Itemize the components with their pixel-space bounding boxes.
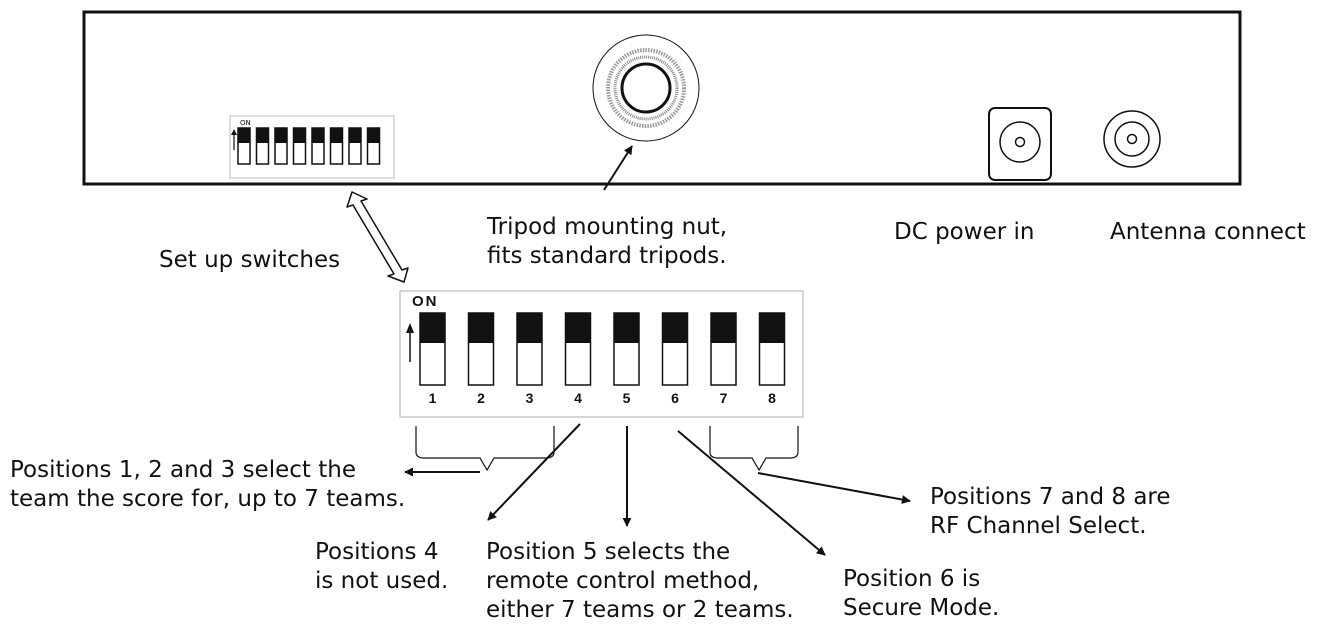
pos123-line2: team the score for, up to 7 teams.	[10, 486, 406, 512]
dip-number-3: 3	[526, 390, 534, 406]
arrow-pos78	[757, 472, 911, 504]
dip-number-6: 6	[671, 390, 679, 406]
dip-switch-position-4: 4	[564, 312, 592, 406]
dip-switch-enlarged: ON 1 2 3 4 5 6 7 8	[399, 290, 804, 418]
tripod-arrow	[603, 145, 633, 191]
tripod-nut	[592, 34, 700, 142]
device-dip-position-6	[329, 127, 344, 165]
device-dip-switch: ON	[229, 115, 395, 179]
double-arrow-icon	[346, 191, 409, 283]
pos4-line2: is not used.	[315, 568, 449, 594]
device-dip-position-8	[366, 127, 381, 165]
pos5-line2: remote control method,	[486, 568, 760, 594]
dip-switch-position-8: 8	[758, 312, 786, 406]
device-dip-position-1	[237, 127, 251, 165]
dip-number-5: 5	[623, 390, 631, 406]
dip-switch-position-2: 2	[467, 312, 495, 406]
label-setup-switches: Set up switches	[159, 246, 340, 275]
dip-number-4: 4	[574, 390, 582, 406]
dc-power-jack	[988, 107, 1052, 181]
dip-switch-position-3: 3	[516, 312, 543, 406]
setup-switches-text: Set up switches	[159, 247, 341, 273]
label-dc-power: DC power in	[894, 218, 1034, 247]
label-positions-78: Positions 7 and 8 are RF Channel Select.	[930, 483, 1171, 541]
arrow-pos6	[677, 430, 826, 556]
tripod-line1: Tripod mounting nut,	[487, 214, 728, 240]
device-dip-position-7	[348, 127, 362, 165]
label-position-5: Position 5 selects the remote control me…	[486, 538, 794, 625]
pos4-line1: Positions 4	[315, 539, 439, 565]
label-position-6: Position 6 is Secure Mode.	[843, 565, 999, 623]
antenna-connector	[1103, 110, 1161, 168]
dip-number-1: 1	[429, 390, 437, 406]
pos78-line1: Positions 7 and 8 are	[930, 484, 1171, 510]
pos5-line3: either 7 teams or 2 teams.	[486, 597, 794, 623]
device-dip-position-2	[255, 127, 270, 165]
dip-number-2: 2	[477, 390, 485, 406]
dip-switch-position-1: 1	[419, 312, 446, 406]
label-antenna: Antenna connect	[1110, 218, 1306, 247]
dip-number-8: 8	[768, 390, 776, 406]
pos5-line1: Position 5 selects the	[486, 539, 731, 565]
tripod-line2: fits standard tripods.	[487, 243, 727, 269]
dip-switch-position-7: 7	[710, 312, 737, 406]
bracket-right	[709, 426, 799, 472]
pos123-line1: Positions 1, 2 and 3 select the	[10, 457, 356, 483]
device-dip-position-5	[311, 127, 325, 165]
device-dip-position-3	[274, 127, 288, 165]
pos6-line1: Position 6 is	[843, 566, 981, 592]
arrow-pos4	[487, 423, 581, 521]
antenna-text: Antenna connect	[1110, 219, 1306, 245]
pos6-line2: Secure Mode.	[843, 595, 1000, 621]
label-positions-123: Positions 1, 2 and 3 select the team the…	[10, 456, 405, 514]
label-position-4: Positions 4 is not used.	[315, 538, 448, 596]
pos78-line2: RF Channel Select.	[930, 513, 1147, 539]
dip-number-7: 7	[720, 390, 728, 406]
dc-power-text: DC power in	[894, 219, 1035, 245]
device-dip-position-4	[292, 127, 307, 165]
device-dip-on-text: ON	[240, 119, 251, 127]
dip-on-label: ON	[412, 293, 439, 310]
dip-switch-position-5: 5	[613, 312, 640, 406]
bracket-left	[415, 426, 555, 472]
label-tripod: Tripod mounting nut, fits standard tripo…	[487, 213, 727, 271]
dip-switch-position-6: 6	[661, 312, 689, 406]
